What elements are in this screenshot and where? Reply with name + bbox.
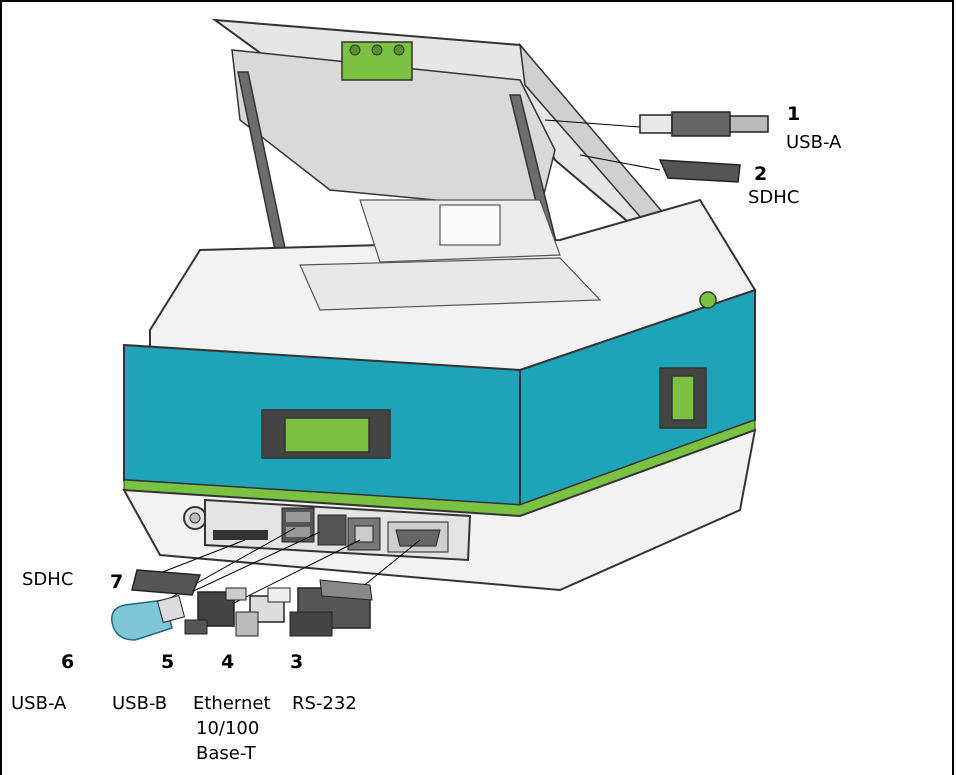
callout-5-number: 5 <box>161 651 175 673</box>
side-latch <box>671 375 695 421</box>
connector-panel <box>204 498 472 562</box>
sdhc-card-top <box>658 159 741 183</box>
front-latch <box>284 417 370 453</box>
callout-4-label-line3: Base-T <box>196 743 256 764</box>
lid <box>211 18 667 234</box>
rs232-plug <box>289 579 373 637</box>
callout-2-number: 2 <box>754 163 768 185</box>
callout-6-label: USB-A <box>11 693 67 714</box>
callout-4-label: Ethernet <box>193 693 271 714</box>
callout-6-number: 6 <box>61 651 75 673</box>
callout-1-number: 1 <box>787 103 801 125</box>
callout-7-number: 7 <box>110 571 124 593</box>
callout-4-number: 4 <box>221 651 235 673</box>
callout-3-number: 3 <box>290 651 304 673</box>
callout-3-label: RS-232 <box>292 693 357 714</box>
callout-1-label: USB-A <box>786 132 842 153</box>
sdhc-card-bottom <box>131 569 202 596</box>
usb-a-plug-top <box>639 111 769 137</box>
ethernet-plug <box>235 587 291 637</box>
callout-7-label: SDHC <box>22 569 74 590</box>
usb-b-plug <box>184 587 247 635</box>
callout-5-label: USB-B <box>112 693 168 714</box>
callout-2-label: SDHC <box>748 187 800 208</box>
usb-stick <box>111 594 186 641</box>
callout-4-label-line2: 10/100 <box>196 718 260 739</box>
